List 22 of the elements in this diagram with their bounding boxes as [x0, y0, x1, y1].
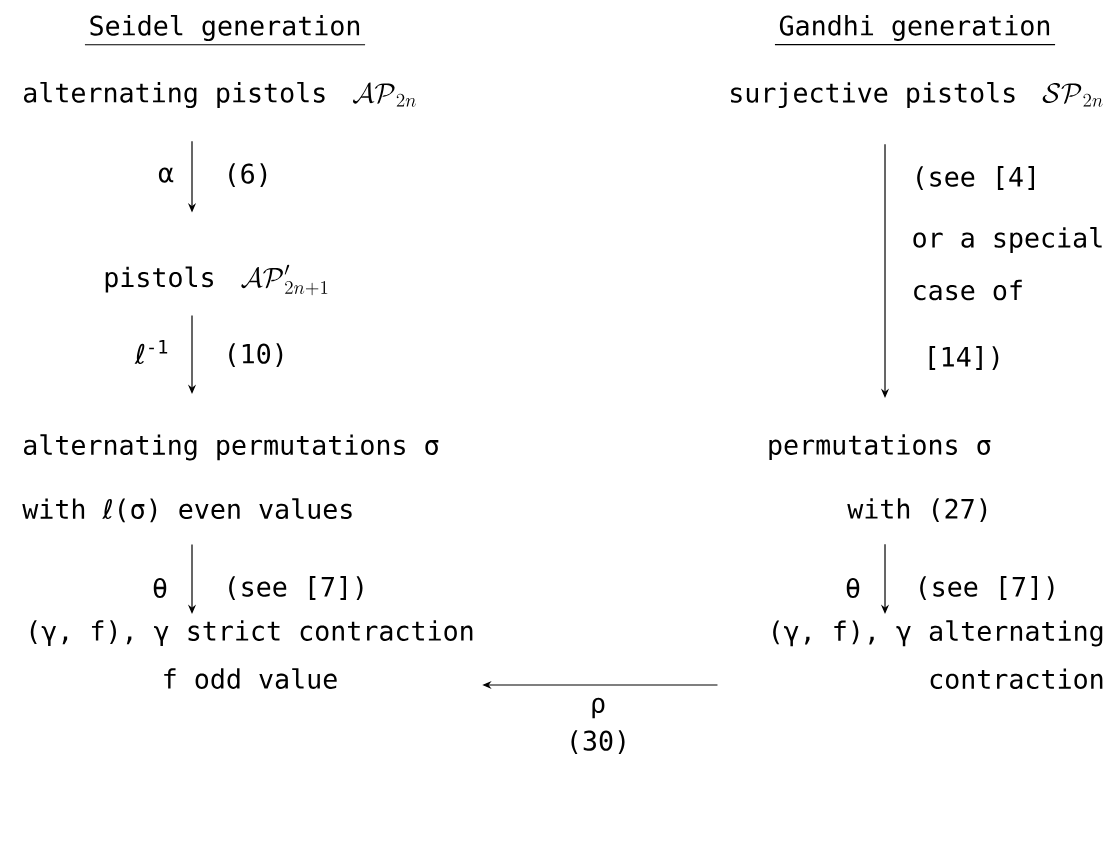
reference-note: (see [7]) [920, 576, 1054, 600]
reference-note: [14]) [929, 346, 999, 370]
equation-reference: (6) [229, 163, 267, 187]
math-expression: alternating pistols $\mathcal{AP}_{2n}$ [24, 81, 416, 109]
edge-label: ρ [588, 696, 608, 720]
column-heading: Seidel generation [84, 14, 366, 46]
reference-note: case of [914, 279, 1022, 301]
math-expression: pistols $\mathcal{AP}'_{2n+1}$ [105, 264, 328, 296]
math-expression: surjective pistols $\mathcal{SP}_{2n}$ [731, 82, 1103, 108]
math-expression: (γ, f), γ alternating contraction [773, 620, 1103, 690]
edge-label: θ [150, 576, 170, 600]
edge-label: ℓ$^{-1}$ [133, 338, 171, 366]
edge-label: α [156, 166, 176, 184]
equation-reference: (30) [571, 730, 625, 754]
equation-reference: (10) [229, 343, 283, 367]
column-heading: Gandhi generation [774, 15, 1056, 46]
reference-note: (see [7]) [229, 576, 363, 600]
math-expression: (γ, f), γ strict contraction f odd value [30, 620, 473, 689]
math-expression: permutations σ with (27) [769, 434, 991, 523]
reference-note: or a special [913, 227, 1102, 253]
reference-note: (see [4] [917, 166, 1034, 190]
edge-label: θ [843, 576, 863, 600]
